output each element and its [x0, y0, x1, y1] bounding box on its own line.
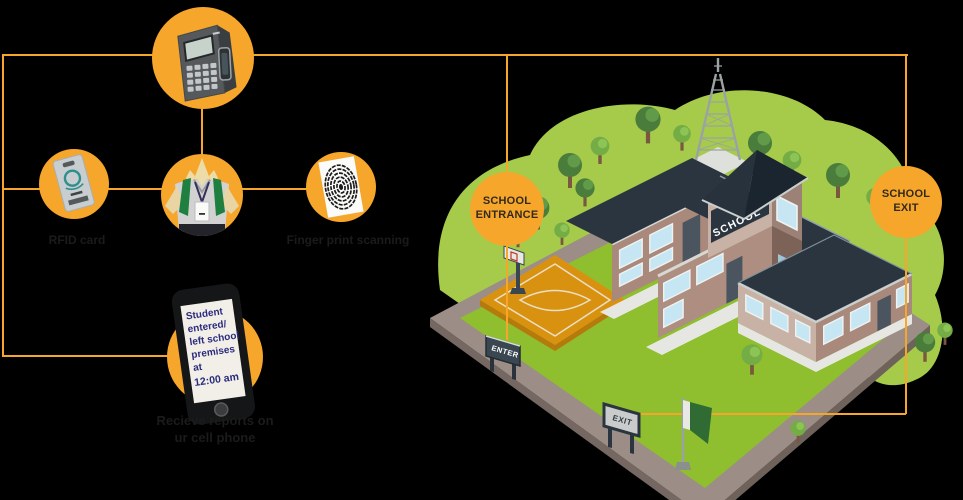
wing-right	[737, 234, 913, 362]
basketball-court	[480, 255, 625, 351]
exit-badge-line2: EXIT	[893, 202, 919, 214]
phone-report-label-line1: Recieve reports on	[156, 413, 274, 428]
exit-badge-line1: SCHOOL	[881, 188, 931, 201]
entrance-badge-line2: ENTRANCE	[475, 209, 539, 221]
entrance-badge-line1: SCHOOL	[482, 195, 532, 208]
rfid-card-label: RFID card	[48, 233, 106, 247]
rfid-card-node	[39, 149, 109, 219]
phone-report-label-line2: ur cell phone	[174, 429, 256, 445]
connector-device-to-student	[201, 56, 203, 196]
student-node	[161, 154, 243, 236]
connector-left-vertical	[2, 54, 4, 357]
basketball-hoop	[503, 245, 526, 294]
school-exit-badge: SCHOOL EXIT	[870, 166, 942, 238]
school-illustration: SCHOOL	[430, 54, 953, 500]
fingerprint-node	[306, 152, 376, 222]
building-tower: SCHOOL	[701, 150, 809, 258]
flag-pole	[675, 398, 712, 470]
school-entrance-badge: SCHOOL ENTRANCE	[470, 172, 544, 246]
rfid-card-icon	[52, 154, 95, 212]
enter-sign: ENTER	[485, 334, 521, 380]
connector-bottom-left-horizontal	[2, 355, 172, 357]
phone-screen-line: Student	[185, 306, 224, 322]
biometric-terminal-icon	[177, 24, 237, 102]
connector-top-horizontal	[2, 54, 908, 56]
smartphone-icon: Student entered/ left school premises at…	[171, 283, 256, 425]
student-icon	[165, 158, 239, 236]
phone-report-label: Recieve reports on ur cell phone	[120, 413, 310, 447]
biometric-device-node	[152, 7, 254, 109]
school-building: SCHOOL	[566, 150, 913, 372]
phone-screen-line: entered/	[187, 319, 227, 335]
exit-sign: EXIT	[602, 402, 641, 454]
fingerprint-icon	[318, 156, 364, 218]
phone-screen-line: at	[192, 362, 203, 374]
fingerprint-label: Finger print scanning	[286, 233, 410, 247]
